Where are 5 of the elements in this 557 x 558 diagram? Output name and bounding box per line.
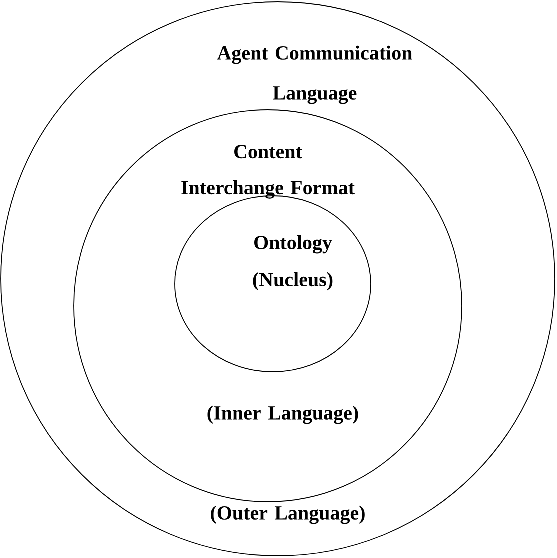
label: (Inner Language) [208, 406, 358, 424]
label: Agent Communication Language [217, 46, 412, 104]
label: Content Interchange Format [182, 145, 355, 199]
label: (Outer Language) [211, 506, 365, 524]
label: Ontology (Nucleus) [253, 235, 333, 291]
